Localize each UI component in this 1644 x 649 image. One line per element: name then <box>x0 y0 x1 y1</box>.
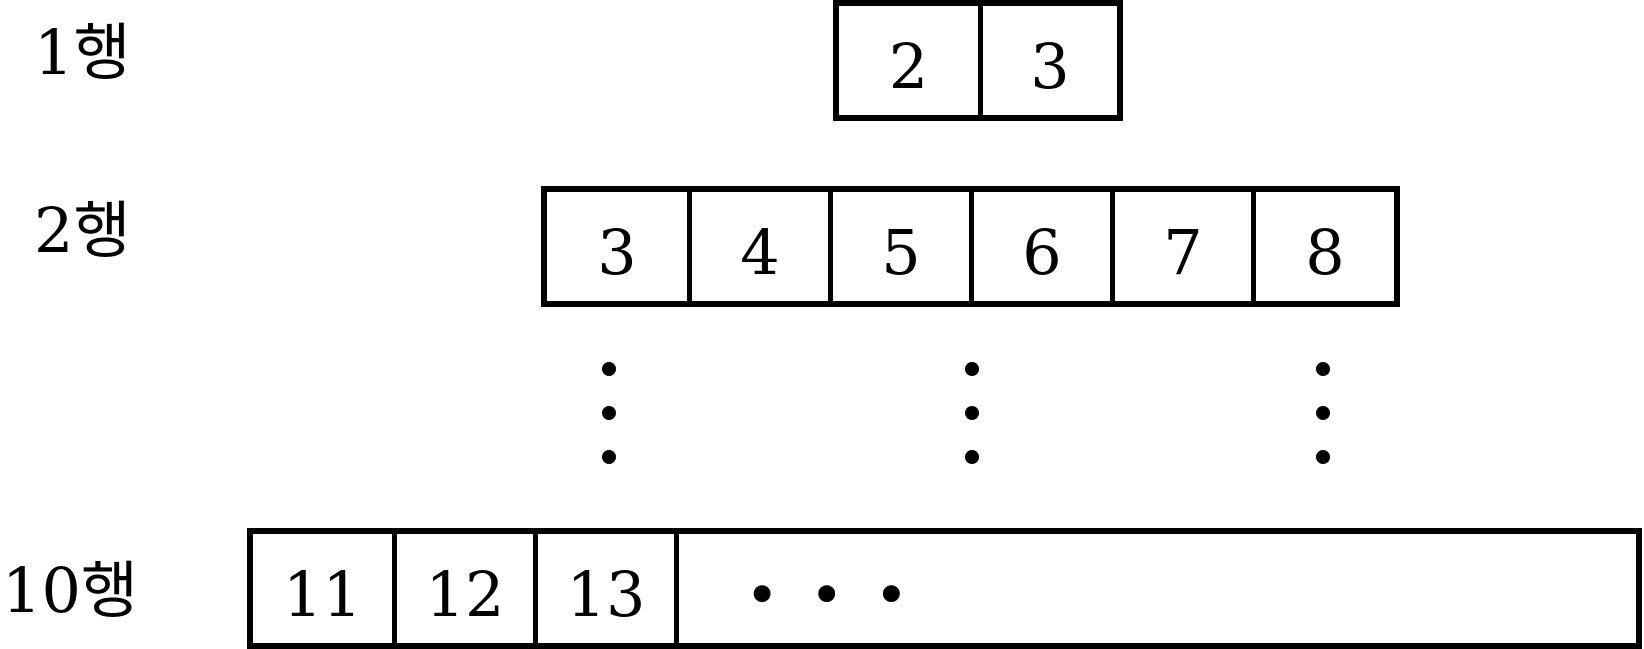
row-2-cell: 8 <box>1305 215 1345 289</box>
row-label-2: 2행 <box>34 194 131 267</box>
row-10-cells: 11 12 13 • • • <box>247 528 1642 649</box>
row-1-cells: 2 3 <box>833 0 1123 121</box>
row-10-cell: 11 <box>253 534 397 643</box>
row-1-cell: 2 <box>839 6 983 115</box>
vertical-ellipsis-left <box>594 362 624 494</box>
row-2-cell: 3 <box>547 192 692 301</box>
row-label-1: 1행 <box>34 16 131 89</box>
vertical-ellipsis-right <box>1308 362 1338 494</box>
row-1-cell: 3 <box>1030 29 1070 103</box>
row-label-10: 10행 <box>2 554 138 627</box>
row-2-cell: 4 <box>692 192 833 301</box>
row-2-cell: 7 <box>1115 192 1256 301</box>
vertical-ellipsis-middle <box>957 362 987 494</box>
row-10-cell: 13 <box>538 534 679 643</box>
row-10-cell: 12 <box>397 534 538 643</box>
row-10-ellipsis-cell: • • • <box>745 560 915 629</box>
row-2-cell: 6 <box>974 192 1115 301</box>
row-2-cell: 5 <box>833 192 974 301</box>
row-2-cells: 3 4 5 6 7 8 <box>541 186 1400 307</box>
